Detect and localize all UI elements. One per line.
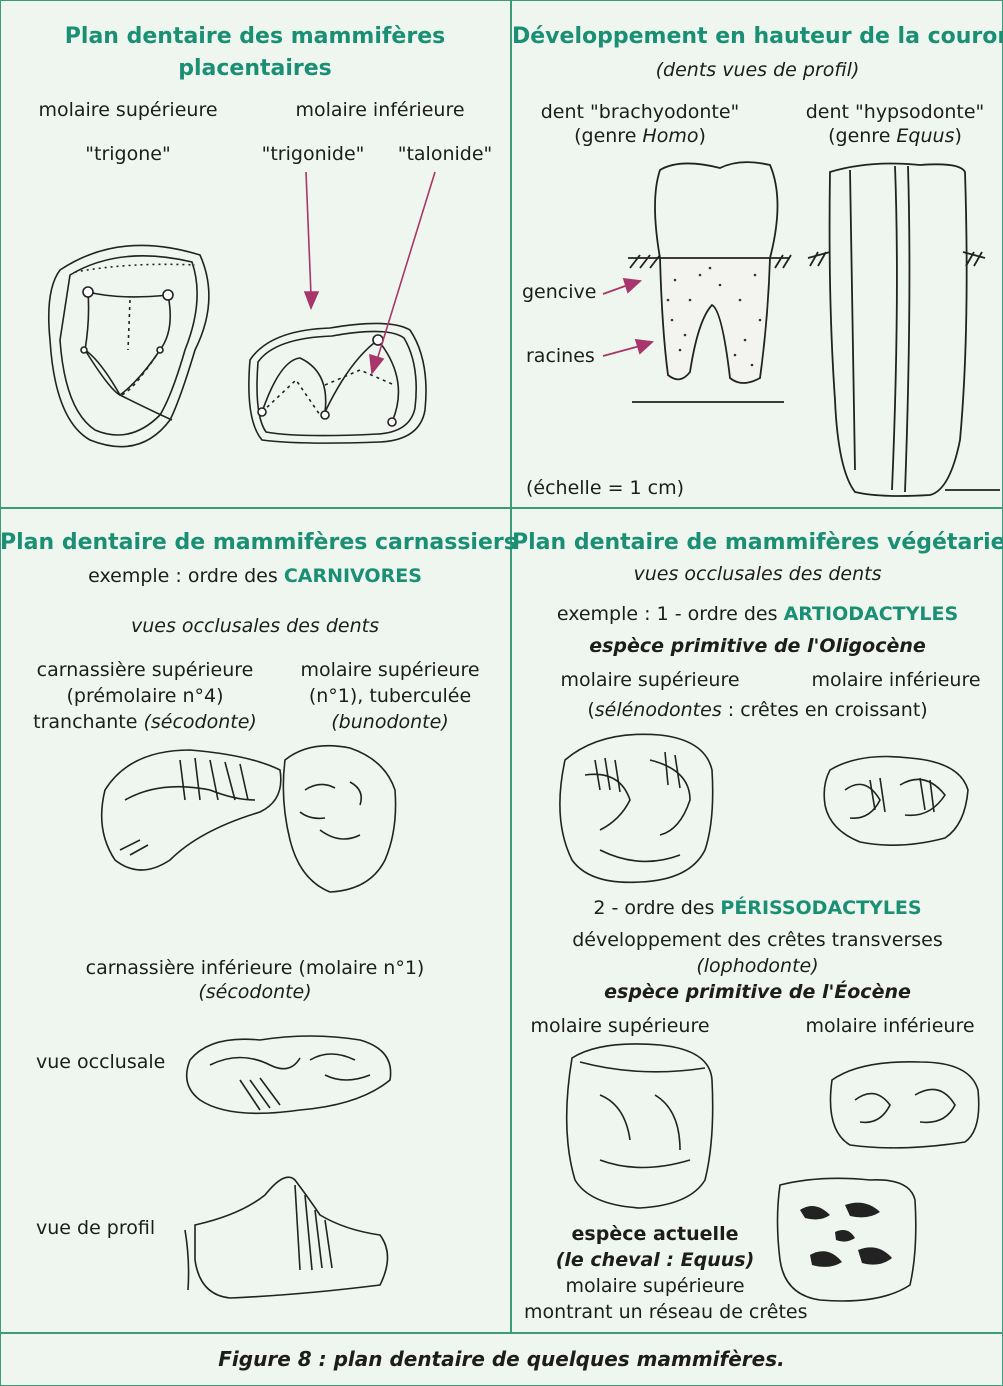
figure-caption: Figure 8 : plan dentaire de quelques mam… [0, 1334, 1003, 1384]
herbivore-teeth-drawing [0, 0, 1003, 1330]
